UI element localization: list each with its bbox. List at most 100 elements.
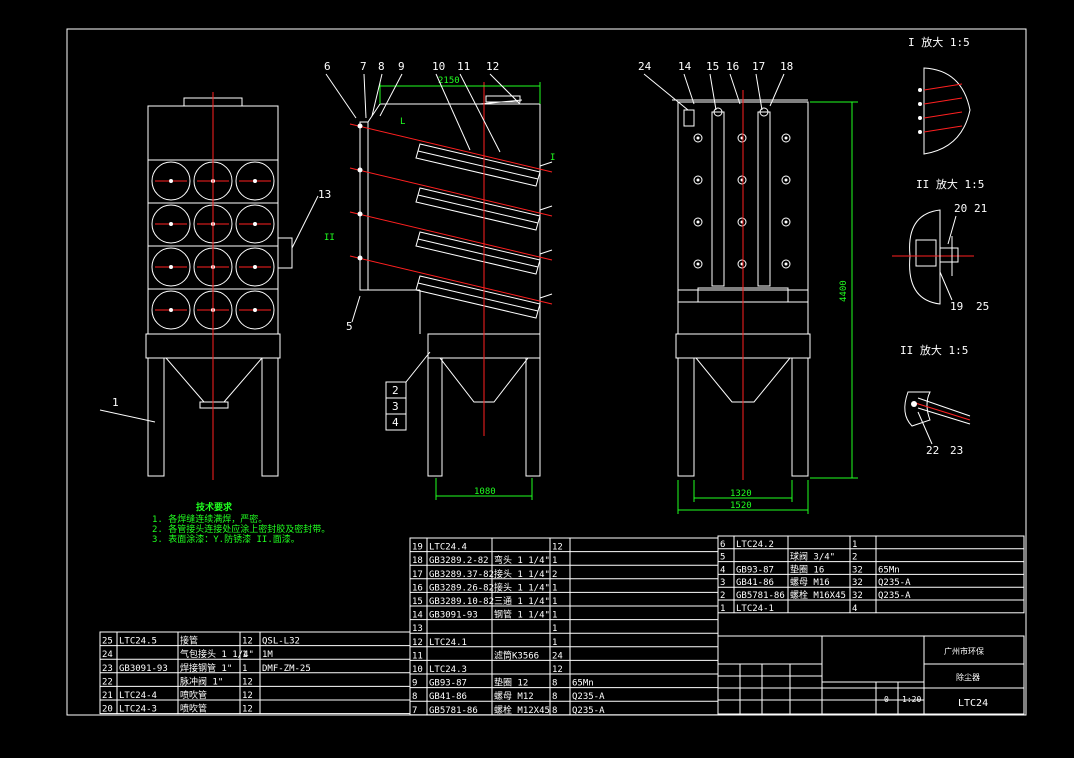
bom-cell-code: LTC24.3 — [429, 665, 467, 675]
bom-cell-no: 12 — [412, 638, 423, 648]
bom-cell-name: 垫圈 12 — [494, 677, 528, 689]
bom-cell-qty: 2 — [552, 570, 557, 580]
side-label-9: 9 — [398, 60, 405, 73]
bom-cell-qty: 12 — [242, 691, 253, 701]
bom-cell-qty: 1 — [552, 556, 557, 566]
bom-row: 20 LTC24-3 喷吹管 12 — [102, 703, 253, 715]
title-code: LTC24 — [958, 698, 988, 709]
rear-label-15: 15 — [706, 60, 719, 73]
rear-hopper — [694, 357, 792, 403]
rear-label-17: 17 — [752, 60, 765, 73]
front-leg-left — [147, 357, 165, 477]
side-stack-3: 3 — [392, 400, 399, 413]
bom-cell-qty: 1 — [552, 611, 557, 621]
bom-cell-qty: 1 — [242, 650, 247, 660]
side-cartridge-rows — [349, 123, 553, 319]
bom-cell-code: LTC24-3 — [119, 705, 157, 715]
bom-cell-name: 钢管 1 1/4" — [494, 609, 550, 621]
bom-cell-code: GB3091-93 — [119, 664, 168, 674]
bom-cell-mat: 1M — [262, 650, 273, 660]
bom-cell-qty: 1 — [552, 583, 557, 593]
rear-dim-1520: 1520 — [730, 501, 752, 511]
bom-cell-no: 7 — [412, 706, 417, 716]
bom-cell-no: 6 — [720, 540, 725, 550]
notes-line-2: 2. 各管接头连接处应涂上密封胶及密封带。 — [152, 523, 330, 535]
rear-valve — [693, 217, 703, 227]
side-stack-2: 2 — [392, 384, 399, 397]
bom-cell-qty: 1 — [552, 597, 557, 607]
bom-cell-no: 2 — [720, 591, 725, 601]
bom-cell-qty: 2 — [852, 553, 857, 563]
side-label-6: 6 — [324, 60, 331, 73]
rear-header-left — [711, 111, 725, 287]
rear-label-16: 16 — [726, 60, 739, 73]
detail3-shape — [904, 391, 931, 427]
bom-cell-no: 20 — [102, 705, 113, 715]
bom-cell-no: 4 — [720, 565, 725, 575]
bom-cell-name: 接头 1 1/4" — [494, 568, 550, 580]
rear-dim-1320: 1320 — [730, 489, 752, 499]
side-label-5: 5 — [346, 320, 353, 333]
bom-cell-qty: 32 — [852, 578, 863, 588]
notes-line-3: 3. 表面涂漆：Y.防锈漆 II.面漆。 — [152, 533, 300, 545]
bom-cell-no: 11 — [412, 651, 423, 661]
bom-cell-code: LTC24-1 — [736, 604, 774, 614]
front-cartridge — [235, 290, 275, 330]
bom-cell-name: 脉冲阀 1" — [180, 675, 223, 687]
bom-cell-mat: 65Mn — [572, 679, 594, 689]
bom-cell-no: 23 — [102, 664, 113, 674]
side-label-8: 8 — [378, 60, 385, 73]
front-cartridge — [235, 204, 275, 244]
bom-cell-no: 17 — [412, 570, 423, 580]
side-view: 2150 1080 6 7 8 9 10 11 12 5 I L II 2 3 … — [324, 60, 555, 500]
rear-header-cap — [713, 107, 723, 117]
detail3-label-22: 22 — [926, 444, 939, 457]
bom-cell-name: 螺栓 M16X45 — [790, 589, 846, 601]
bom-cell-code: GB5781-86 — [429, 706, 478, 716]
bom-cell-code: GB3289.37-82 — [429, 570, 494, 580]
front-view: 1 13 — [99, 92, 331, 480]
side-leg-left — [427, 357, 443, 477]
side-label-11: 11 — [457, 60, 470, 73]
bom-cell-qty: 12 — [552, 543, 563, 553]
bom-cell-qty: 32 — [852, 565, 863, 575]
front-side-box — [277, 237, 293, 269]
bom-cell-no: 25 — [102, 637, 113, 647]
title-scale: 1:20 — [902, 695, 921, 704]
title-company: 广州市环保 — [944, 646, 984, 656]
bom-cell-qty: 12 — [242, 705, 253, 715]
front-cartridge — [151, 204, 191, 244]
bom-cell-name: 垫圈 16 — [790, 563, 824, 575]
bom-cell-code: LTC24.4 — [429, 543, 467, 553]
front-cartridge — [235, 161, 275, 201]
bom-cell-name: 螺母 M12 — [494, 691, 534, 702]
rear-header-right — [757, 111, 771, 287]
bom-cell-qty: 4 — [852, 604, 857, 614]
bom-cell-mat: Q235-A — [572, 692, 605, 702]
bom-cell-code: GB3289.26-82 — [429, 583, 494, 593]
bom-cell-qty: 8 — [552, 679, 557, 689]
bom-cell-mat: Q235-A — [572, 706, 605, 716]
detail2-label-21: 21 — [974, 202, 987, 215]
bom-cell-name: 喷吹管 — [180, 703, 207, 715]
bom-cell-mat: Q235-A — [878, 591, 911, 601]
front-cartridge — [151, 247, 191, 287]
rear-valve — [781, 175, 791, 185]
bom-cell-name: 螺栓 M12X45 — [494, 704, 550, 716]
bom-cell-code: GB5781-86 — [736, 591, 785, 601]
bom-cell-no: 14 — [412, 611, 423, 621]
rear-valve — [737, 175, 747, 185]
